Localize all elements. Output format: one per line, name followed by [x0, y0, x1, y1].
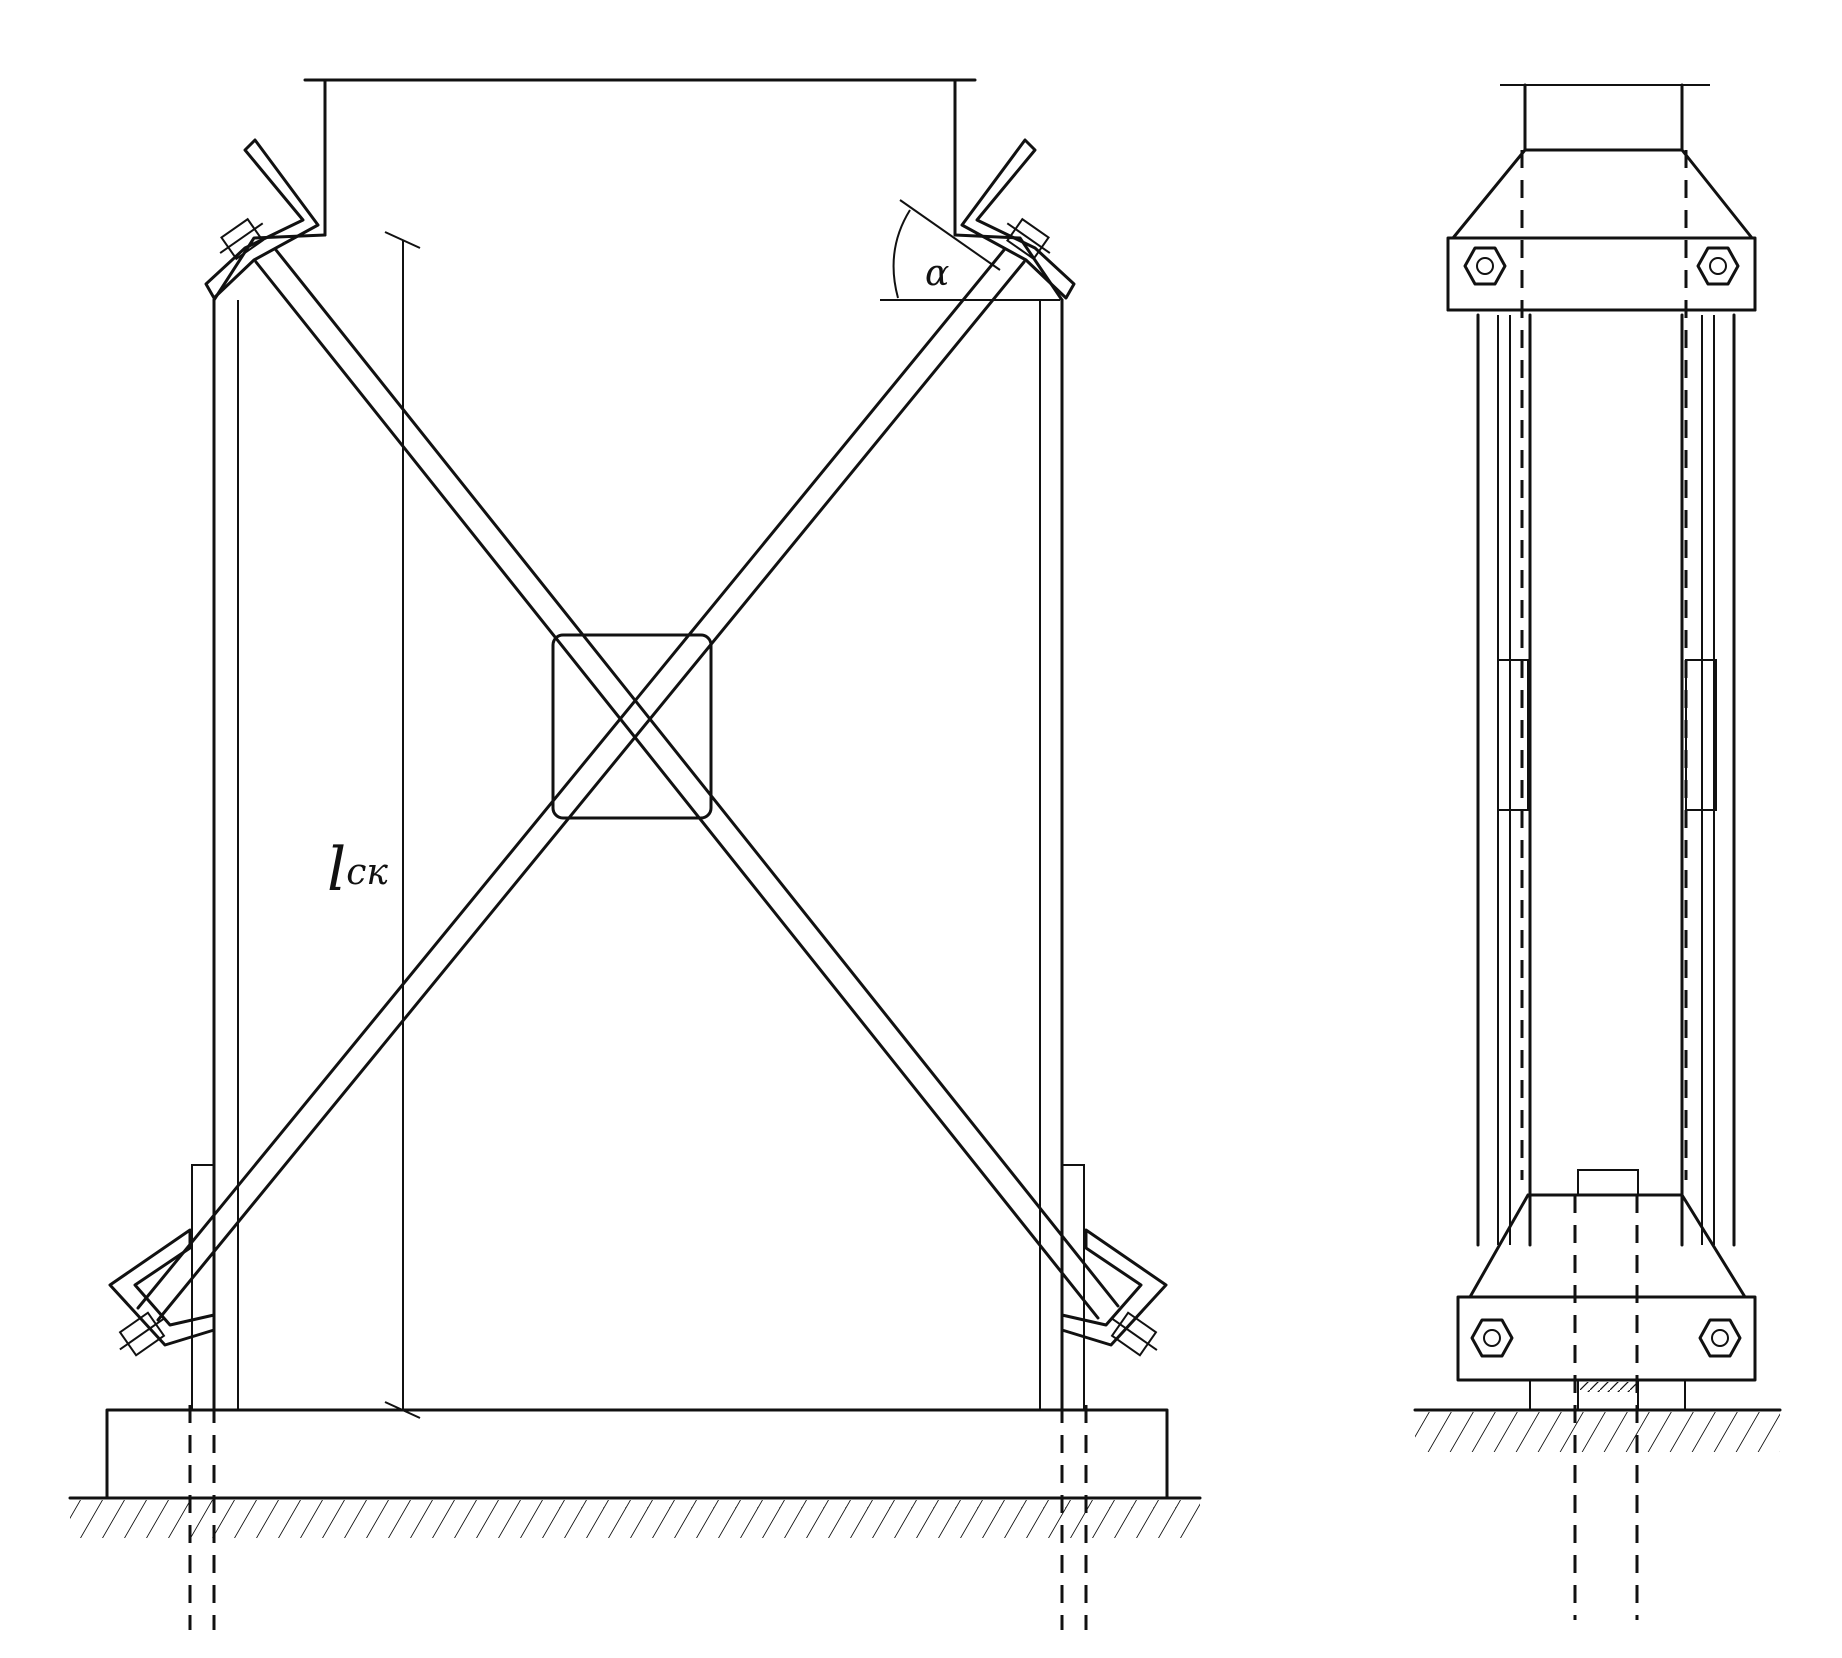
diagonal-brace-2	[136, 248, 1026, 1322]
ground-hatching-left	[68, 1496, 1202, 1538]
bottom-right-bracket	[1060, 1164, 1168, 1411]
length-label: lск	[327, 835, 388, 905]
bolt-bottom-left	[118, 1311, 166, 1357]
bolt-top-right	[1006, 217, 1051, 261]
right-column: α	[880, 138, 1088, 1630]
diagonal-brace-1	[254, 248, 1120, 1320]
left-column	[188, 138, 327, 1630]
top-dimension-line	[303, 78, 977, 237]
front-view: α lск	[68, 78, 1202, 1630]
bolt-top-left	[219, 217, 264, 261]
nut-top-right	[1696, 246, 1740, 286]
side-bottom-cap	[1456, 1169, 1757, 1620]
bolt-bottom-right	[1110, 1311, 1158, 1357]
nut-bottom-left	[1470, 1318, 1514, 1358]
side-top-dimension	[1500, 83, 1710, 152]
length-dimension: lск	[327, 231, 421, 1419]
side-view	[1413, 83, 1782, 1620]
angle-indicator: α	[880, 199, 1060, 301]
nut-bottom-right	[1698, 1318, 1742, 1358]
ground-hatching-right	[1413, 1408, 1782, 1452]
bottom-left-bracket	[108, 1164, 216, 1411]
angle-label: α	[925, 253, 949, 294]
center-gusset-plate	[551, 633, 713, 820]
side-columns	[1476, 150, 1736, 1247]
nut-top-left	[1463, 246, 1507, 286]
side-top-cap	[1446, 148, 1757, 312]
foundation-block	[105, 1408, 1169, 1500]
